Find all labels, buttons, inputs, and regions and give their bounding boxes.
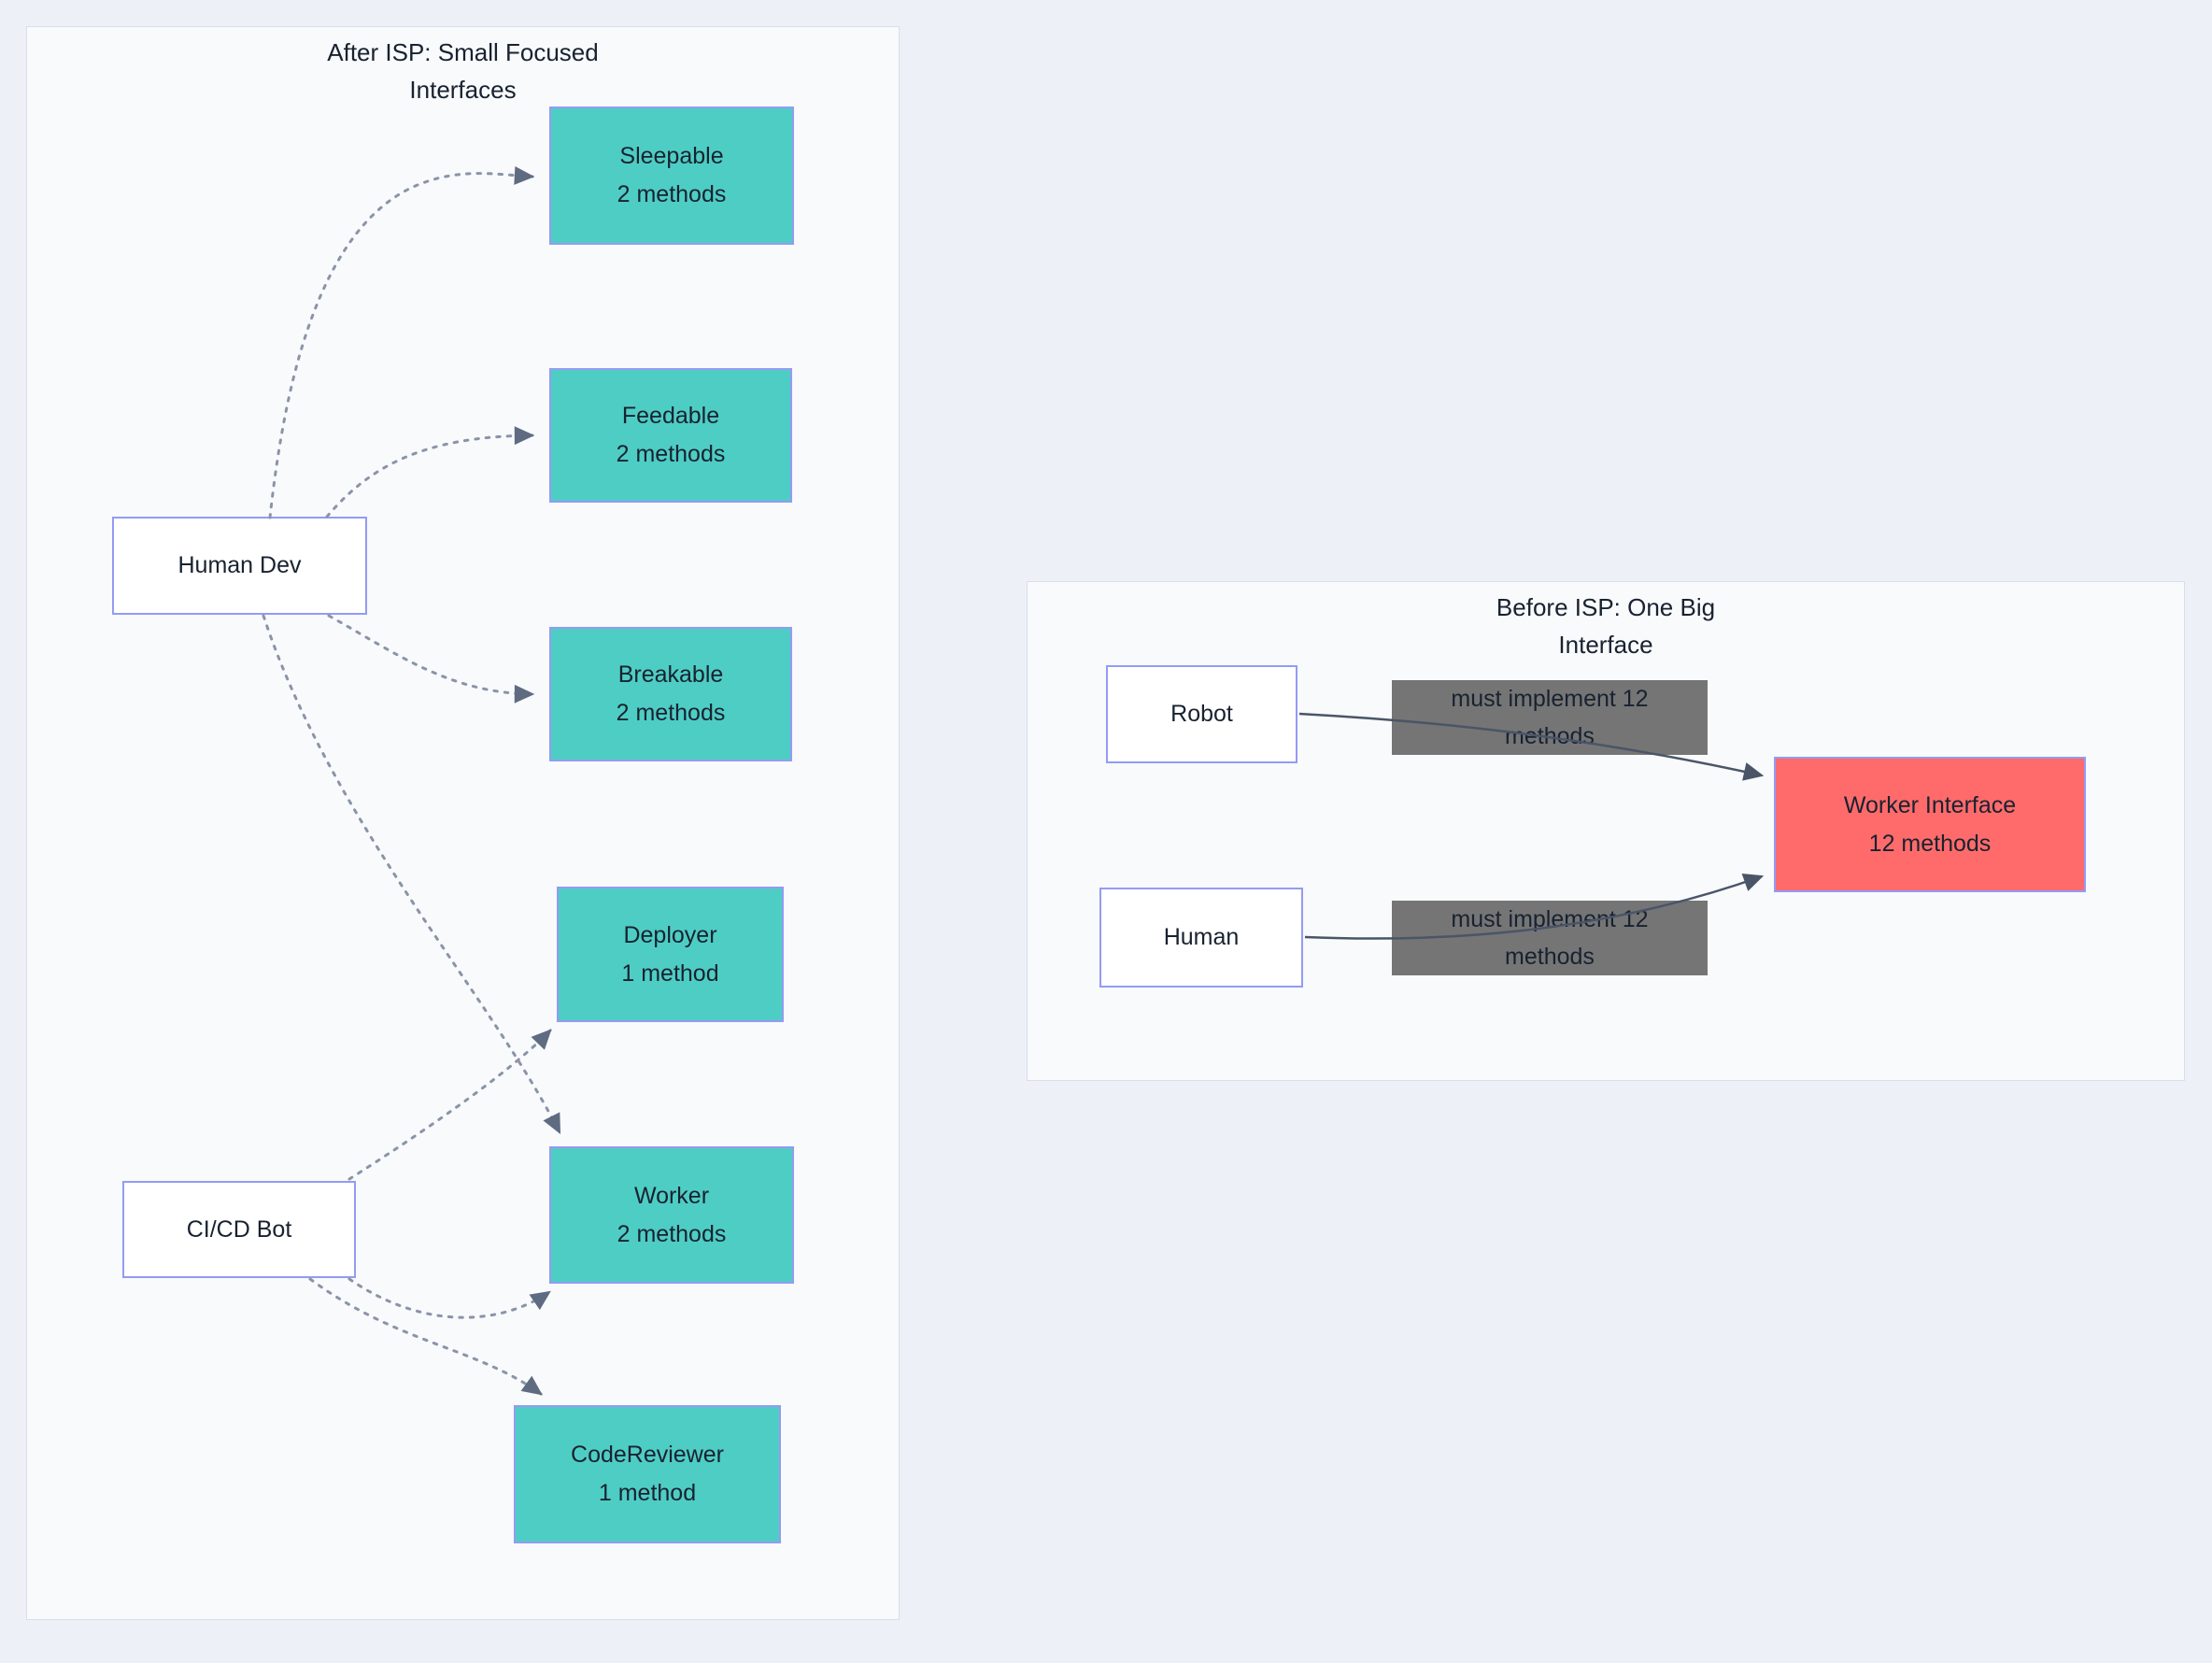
edge-label-line: must implement 12 [1451,906,1649,932]
after-isp-title-line2: Interfaces [409,76,517,104]
node-cicd-bot: CI/CD Bot [122,1181,356,1278]
node-label: CodeReviewer [571,1442,724,1468]
node-worker: Worker 2 methods [549,1146,794,1284]
node-label: Human Dev [177,552,302,578]
before-isp-title-line2: Interface [1558,631,1653,659]
node-sublabel: 12 methods [1868,830,1992,857]
edge-label-line: methods [1505,723,1595,749]
node-sublabel: 2 methods [617,181,727,207]
edge-label-line: must implement 12 [1451,686,1649,712]
after-isp-panel [26,26,900,1620]
before-isp-title-line1: Before ISP: One Big [1496,593,1716,621]
node-label: Human [1163,924,1240,950]
edge-label-robot-must-implement: must implement 12 methods [1392,680,1708,755]
after-isp-panel-title: After ISP: Small Focused Interfaces [26,34,900,108]
node-feedable: Feedable 2 methods [549,368,792,503]
before-isp-panel-title: Before ISP: One Big Interface [1027,589,2185,663]
node-worker-interface: Worker Interface 12 methods [1774,757,2086,892]
node-label: CI/CD Bot [186,1215,292,1243]
edge-label-line: methods [1505,944,1595,970]
node-label: Robot [1170,701,1233,727]
node-label: Sleepable [619,143,724,169]
node-human: Human [1099,888,1303,988]
node-human-dev: Human Dev [112,517,367,615]
node-sublabel: 2 methods [616,441,726,467]
node-codereviewer: CodeReviewer 1 method [514,1405,781,1543]
node-sublabel: 2 methods [617,1220,727,1247]
node-sublabel: 1 method [598,1480,697,1506]
node-sleepable: Sleepable 2 methods [549,107,794,245]
node-sublabel: 2 methods [616,700,726,726]
node-label: Deployer [623,921,717,948]
node-robot: Robot [1106,665,1297,763]
node-label: Worker [633,1182,710,1209]
after-isp-title-line1: After ISP: Small Focused [327,38,599,66]
node-deployer: Deployer 1 method [557,887,784,1022]
node-breakable: Breakable 2 methods [549,627,792,761]
node-label: Breakable [617,661,724,688]
node-label: Worker Interface [1843,791,2017,818]
node-label: Feedable [621,403,720,429]
node-sublabel: 1 method [621,959,719,987]
edge-label-human-must-implement: must implement 12 methods [1392,901,1708,975]
